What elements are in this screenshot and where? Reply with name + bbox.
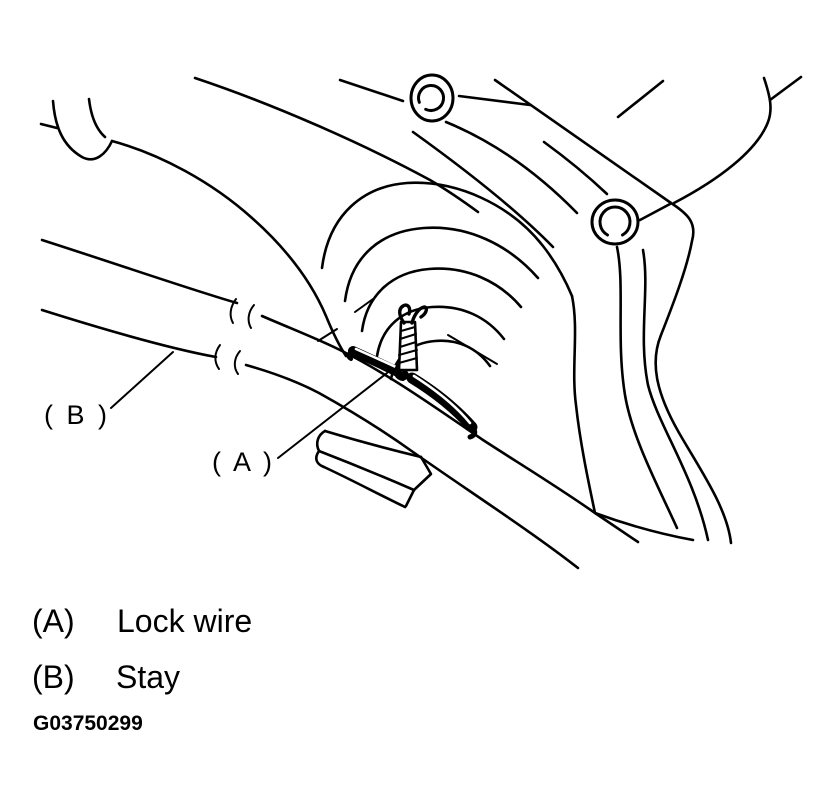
fork-lines bbox=[616, 75, 803, 205]
hose-stub bbox=[39, 97, 114, 161]
leader-line-b bbox=[110, 351, 174, 409]
legend-item-a: (A) Lock wire bbox=[32, 603, 252, 639]
legend-key-b: (B) bbox=[32, 659, 75, 695]
lock-wire bbox=[346, 303, 478, 440]
collar-ticks bbox=[214, 298, 255, 375]
lock-wire-pigtail bbox=[393, 303, 429, 381]
flange-edge bbox=[493, 78, 733, 545]
bolt-boss-right bbox=[590, 198, 640, 246]
stay-rod bbox=[40, 238, 640, 570]
figure-id: G03750299 bbox=[33, 712, 143, 735]
hose-fitting-nut bbox=[314, 429, 433, 509]
pigtail-twist-hatch bbox=[398, 326, 418, 364]
legend-label-b: Stay bbox=[116, 659, 180, 695]
legend-key-a: (A) bbox=[32, 603, 75, 639]
legend-label-a: Lock wire bbox=[117, 603, 252, 639]
callout-a: ( A ) bbox=[212, 447, 275, 477]
case-edge bbox=[110, 139, 348, 358]
legend-item-b: (B) Stay bbox=[32, 659, 180, 695]
case-contour-lines bbox=[570, 245, 710, 542]
leader-line-a bbox=[277, 372, 388, 459]
legend: (A) Lock wire (B) Stay G03750299 bbox=[32, 603, 252, 735]
bolt-boss-top bbox=[409, 73, 455, 123]
case-ridge-lines bbox=[193, 76, 609, 249]
boss-arcs bbox=[317, 181, 574, 381]
callout-b: ( B ) bbox=[44, 400, 110, 430]
